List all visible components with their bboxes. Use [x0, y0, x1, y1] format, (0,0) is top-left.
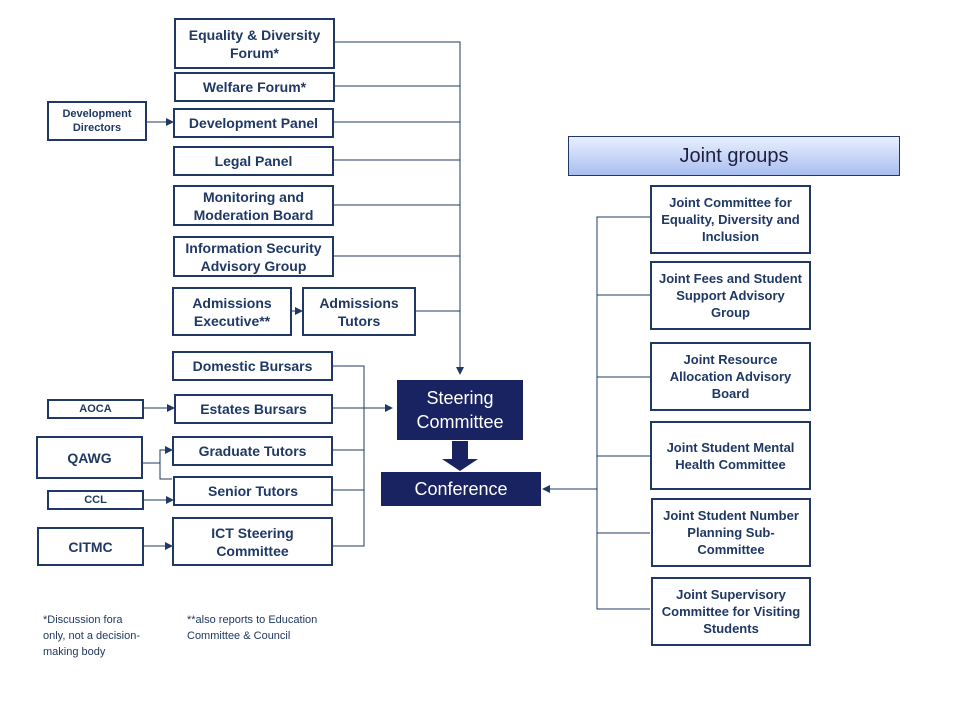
box-ict-steering-committee: ICT Steering Committee [172, 517, 333, 566]
box-estates-bursars: Estates Bursars [174, 394, 333, 424]
box-equality-diversity-forum: Equality & Diversity Forum* [174, 18, 335, 69]
footnote-also-reports: **also reports to Education Committee & … [187, 614, 318, 642]
box-joint-committee-edi: Joint Committee for Equality, Diversity … [650, 185, 811, 254]
box-qawg: QAWG [36, 436, 143, 479]
joint-groups-header: Joint groups [568, 136, 900, 176]
box-information-security-advisory-group: Information Security Advisory Group [173, 236, 334, 277]
box-joint-supervisory-visiting-students: Joint Supervisory Committee for Visiting… [651, 577, 811, 646]
box-ccl: CCL [47, 490, 144, 510]
box-citmc: CITMC [37, 527, 144, 566]
box-steering-committee: Steering Committee [397, 380, 523, 440]
box-joint-fees-student-support: Joint Fees and Student Support Advisory … [650, 261, 811, 330]
box-welfare-forum: Welfare Forum* [174, 72, 335, 102]
box-joint-student-mental-health: Joint Student Mental Health Committee [650, 421, 811, 490]
box-development-panel: Development Panel [173, 108, 334, 138]
box-monitoring-moderation-board: Monitoring and Moderation Board [173, 185, 334, 226]
steering-to-conference-arrow [442, 441, 478, 471]
box-joint-resource-allocation: Joint Resource Allocation Advisory Board [650, 342, 811, 411]
box-joint-student-number-planning: Joint Student Number Planning Sub-Commit… [651, 498, 811, 567]
box-senior-tutors: Senior Tutors [173, 476, 333, 506]
box-conference: Conference [381, 472, 541, 506]
box-legal-panel: Legal Panel [173, 146, 334, 176]
box-graduate-tutors: Graduate Tutors [172, 436, 333, 466]
box-admissions-tutors: Admissions Tutors [302, 287, 416, 336]
box-development-directors: Development Directors [47, 101, 147, 141]
box-domestic-bursars: Domestic Bursars [172, 351, 333, 381]
box-aoca: AOCA [47, 399, 144, 419]
box-admissions-executive: Admissions Executive** [172, 287, 292, 336]
footnote-discussion-fora: *Discussion fora only, not a decision-ma… [43, 614, 141, 658]
